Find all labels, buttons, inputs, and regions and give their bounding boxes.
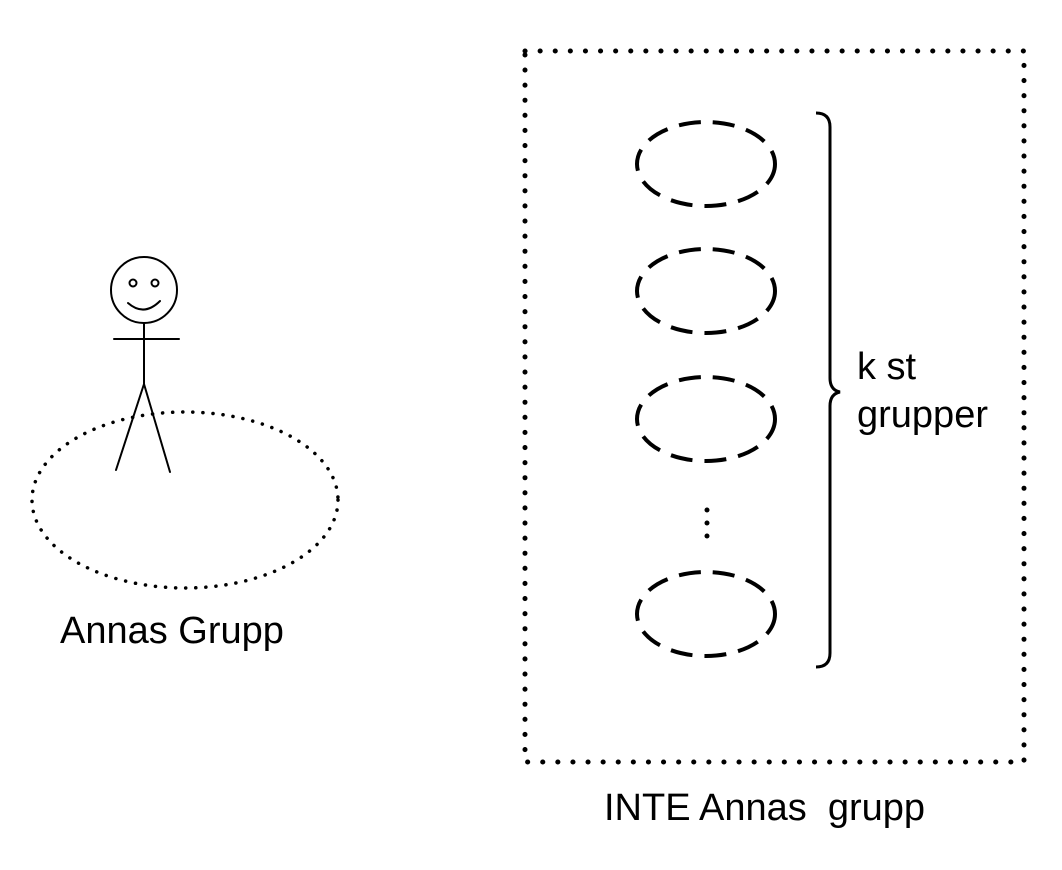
- group-ellipse-2: [635, 247, 777, 335]
- annas-group-label: Annas Grupp: [60, 610, 284, 652]
- stick-figure-left-leg: [115, 383, 145, 471]
- k-groups-label-line1: k st: [857, 346, 917, 388]
- stick-figure-head: [110, 256, 178, 324]
- annas-group-ellipse: [30, 410, 340, 590]
- stick-figure-right-leg: [143, 383, 171, 473]
- group-ellipse-last: [635, 570, 777, 658]
- k-groups: [635, 120, 777, 658]
- curly-brace: [815, 111, 841, 669]
- stick-figure-right-eye: [150, 278, 160, 288]
- stick-figure-left-eye: [128, 278, 138, 288]
- stick-figure-icon: [110, 256, 180, 473]
- stick-figure-smile: [127, 300, 161, 311]
- k-groups-label-line2: grupper: [857, 394, 988, 436]
- vertical-ellipsis-icon: [704, 507, 710, 539]
- group-ellipse-3: [635, 375, 777, 463]
- group-ellipse-1: [635, 120, 777, 208]
- not-annas-group-label: INTE Annas grupp: [604, 787, 925, 829]
